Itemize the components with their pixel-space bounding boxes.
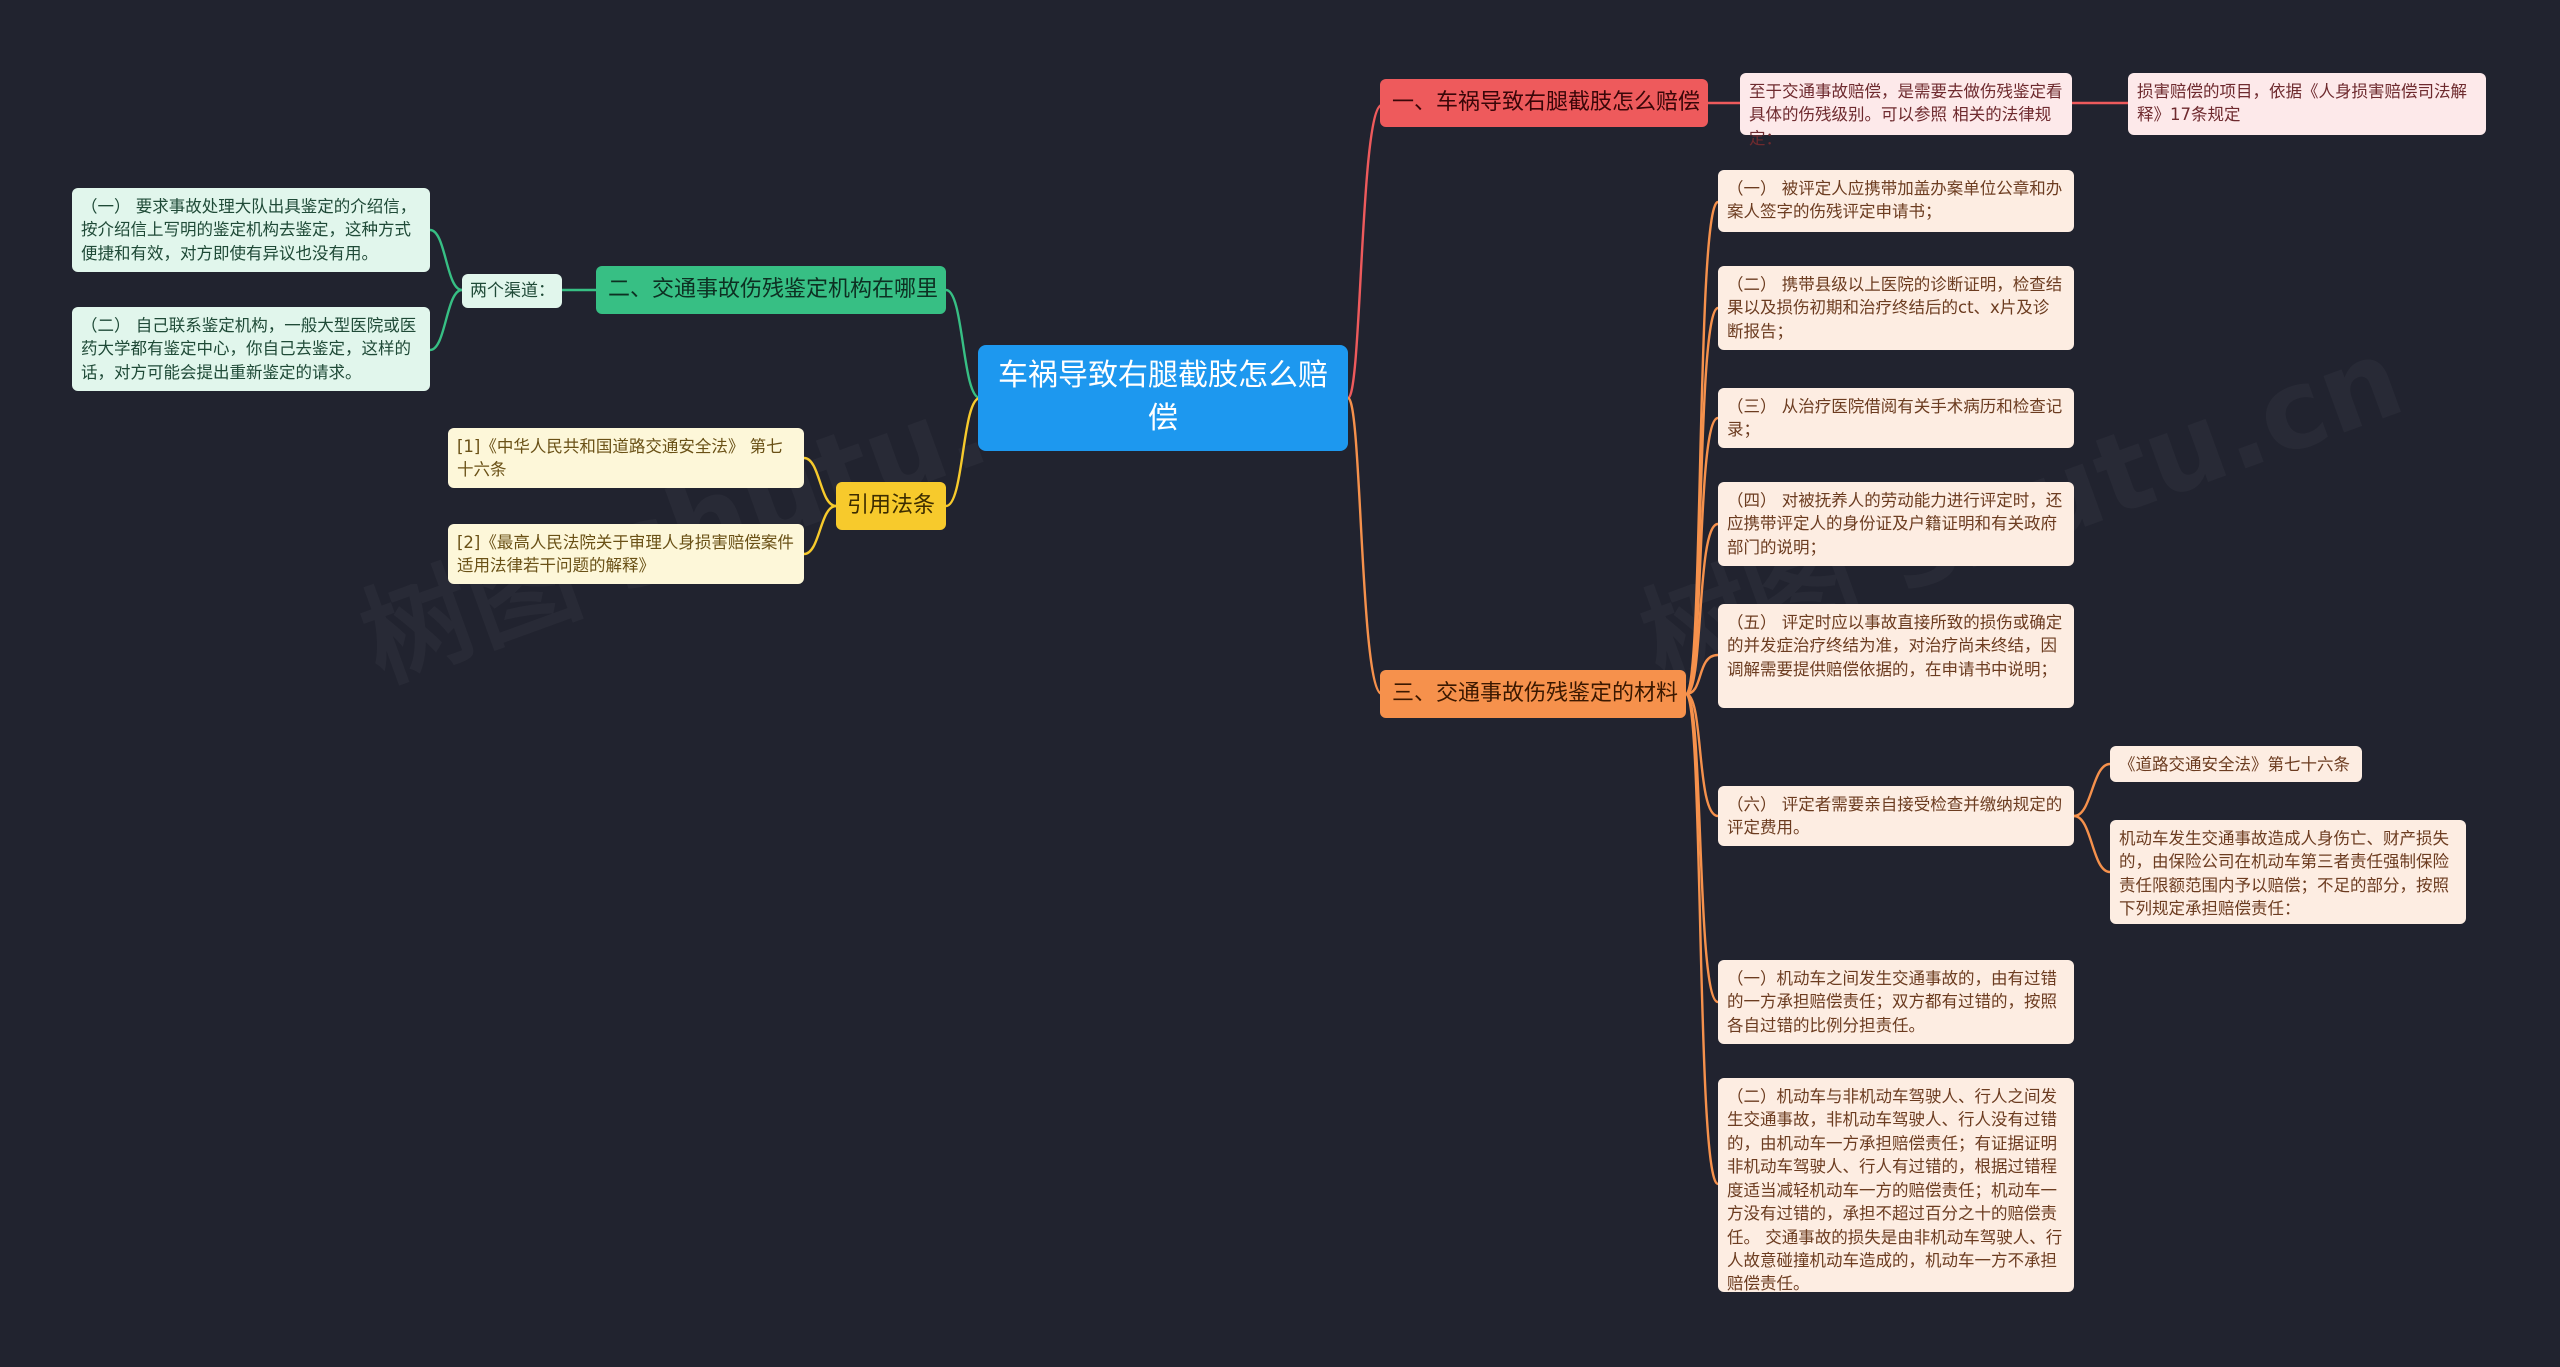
edge-channel-item1 <box>428 228 464 292</box>
edge-root-one <box>1346 103 1384 400</box>
sixth-child-detail[interactable]: 机动车发生交通事故造成人身伤亡、财产损失的，由保险公司在机动车第三者责任强制保险… <box>2110 820 2466 924</box>
edge-channel-item2 <box>428 288 464 352</box>
cited-law-2[interactable]: [2]《最高人民法院关于审理人身损害赔偿案件适用法律若干问题的解释》 <box>448 524 804 584</box>
edge-sixth-c2 <box>2072 814 2112 874</box>
material-item-4[interactable]: （四） 对被抚养人的劳动能力进行评定时，还应携带评定人的身份证及户籍证明和有关政… <box>1718 482 2074 566</box>
edge-cite-item1 <box>802 456 838 508</box>
material-item-3[interactable]: （三） 从治疗医院借阅有关手术病历和检查记录； <box>1718 388 2074 448</box>
edge-cite-item2 <box>802 504 838 556</box>
branch-one-compensation[interactable]: 一、车祸导致右腿截肢怎么赔偿 <box>1380 79 1708 127</box>
material-item-1[interactable]: （一） 被评定人应携带加盖办案单位公章和办案人签字的伤残评定申请书； <box>1718 170 2074 232</box>
material-item-8[interactable]: （二）机动车与非机动车驾驶人、行人之间发生交通事故，非机动车驾驶人、行人没有过错… <box>1718 1078 2074 1293</box>
branch-two-channels[interactable]: 两个渠道： <box>462 274 562 308</box>
edge-three-i4 <box>1684 522 1720 696</box>
edge-sixth-c1 <box>2072 762 2112 818</box>
edge-root-two <box>944 288 982 400</box>
edge-three-i5 <box>1684 653 1720 696</box>
material-item-6[interactable]: （六） 评定者需要亲自接受检查并缴纳规定的评定费用。 <box>1718 786 2074 846</box>
sixth-child-law[interactable]: 《道路交通安全法》第七十六条 <box>2110 746 2362 782</box>
edge-three-i6 <box>1684 692 1720 818</box>
edge-root-three <box>1346 396 1384 696</box>
branch-three-materials[interactable]: 三、交通事故伤残鉴定的材料 <box>1380 670 1686 718</box>
root-topic[interactable]: 车祸导致右腿截肢怎么赔偿 <box>978 345 1348 451</box>
edge-three-i8 <box>1684 692 1720 1186</box>
material-item-5[interactable]: （五） 评定时应以事故直接所致的损伤或确定的并发症治疗终结为准，对治疗尚未终结，… <box>1718 604 2074 708</box>
branch-one-detail[interactable]: 至于交通事故赔偿，是需要去做伤残鉴定看具体的伤残级别。可以参照 相关的法律规定： <box>1740 73 2072 148</box>
branch-two-institution[interactable]: 二、交通事故伤残鉴定机构在哪里 <box>596 266 946 314</box>
branch-cited-laws[interactable]: 引用法条 <box>836 482 946 530</box>
branch-one-sub[interactable]: 损害赔偿的项目，依据《人身损害赔偿司法解释》17条规定 <box>2128 73 2486 135</box>
edge-three-i3 <box>1684 416 1720 696</box>
branch-two-channel-item-2[interactable]: （二） 自己联系鉴定机构，一般大型医院或医药大学都有鉴定中心，你自己去鉴定，这样… <box>72 307 430 391</box>
branch-two-channel-item-1[interactable]: （一） 要求事故处理大队出具鉴定的介绍信，按介绍信上写明的鉴定机构去鉴定，这种方… <box>72 188 430 272</box>
material-item-2[interactable]: （二） 携带县级以上医院的诊断证明，检查结果以及损伤初期和治疗终结后的ct、x片… <box>1718 266 2074 350</box>
material-item-7[interactable]: （一）机动车之间发生交通事故的，由有过错的一方承担赔偿责任；双方都有过错的，按照… <box>1718 960 2074 1044</box>
cited-law-1[interactable]: [1]《中华人民共和国道路交通安全法》 第七十六条 <box>448 428 804 488</box>
edge-root-cite <box>944 396 982 508</box>
